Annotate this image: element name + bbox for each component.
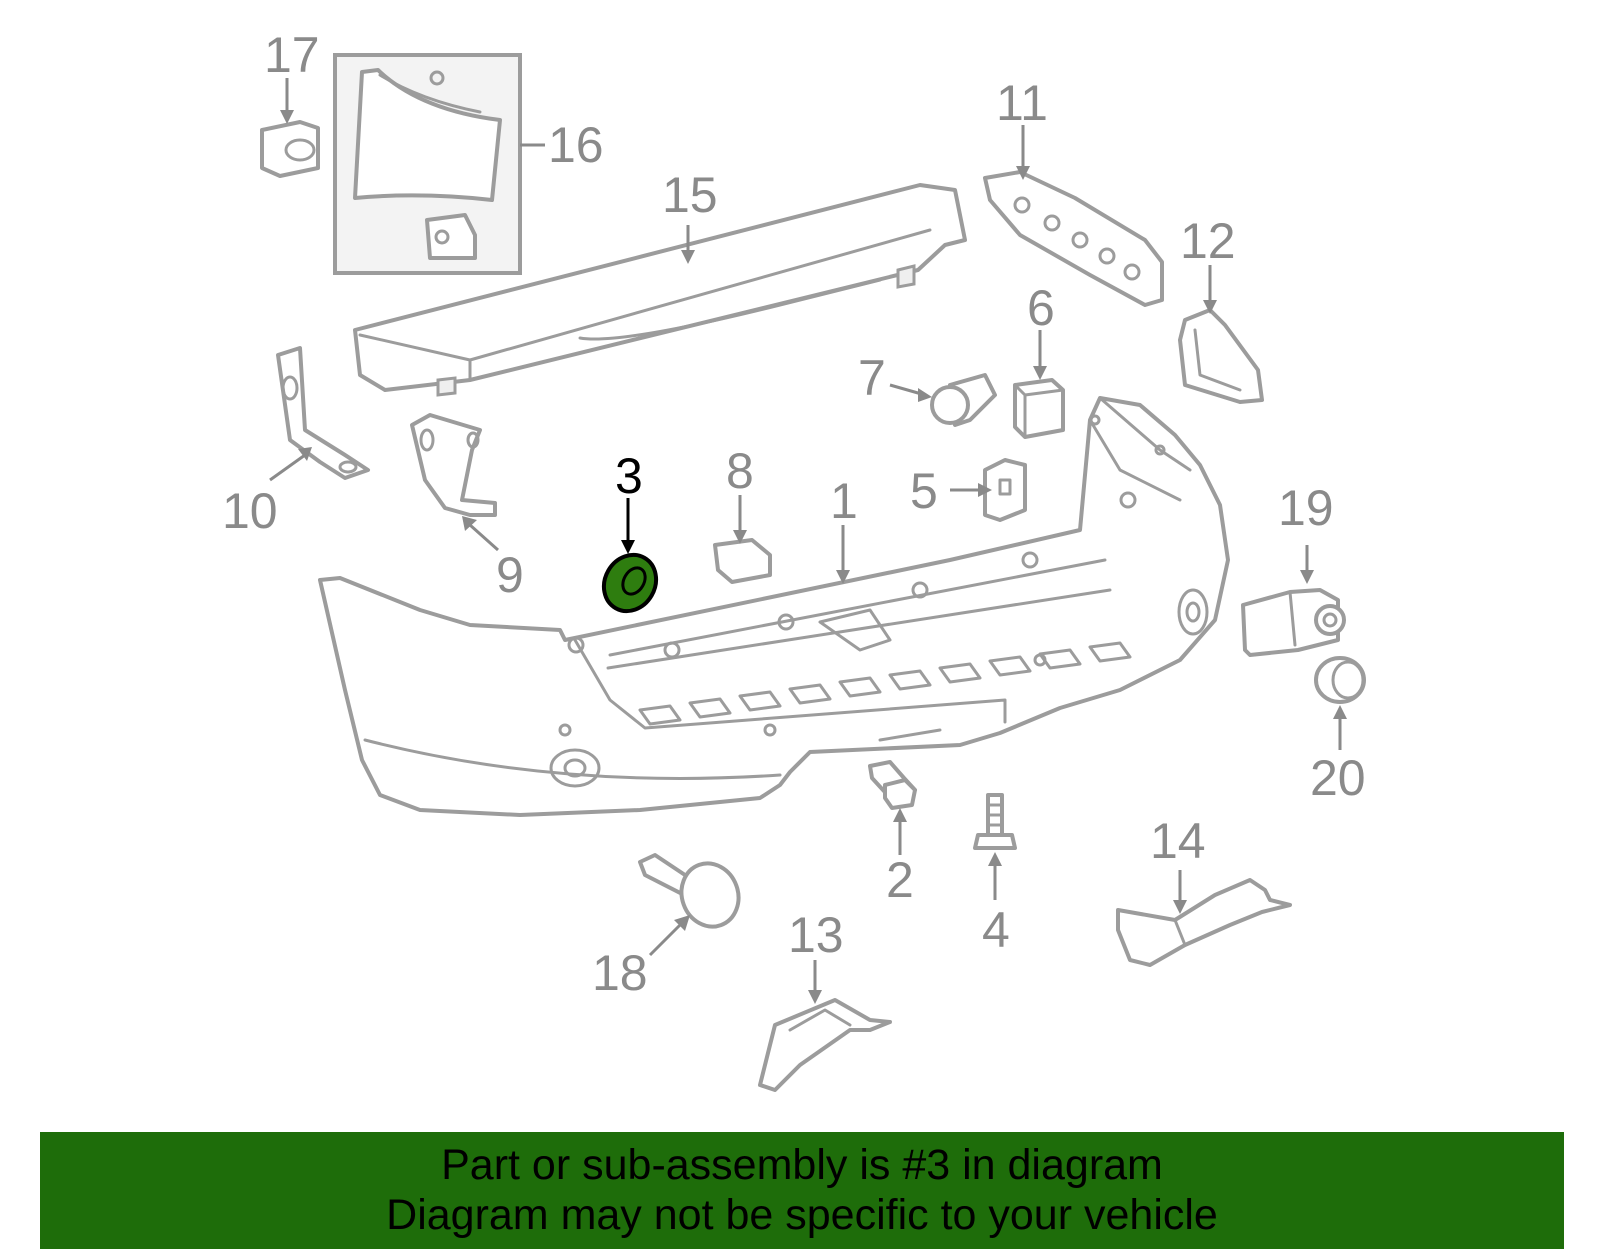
part-2-bolt bbox=[868, 760, 917, 855]
part-10-bracket bbox=[269, 346, 370, 482]
part-18-stop bbox=[638, 853, 741, 957]
part-6-block bbox=[1013, 330, 1065, 439]
banner-line-1: Part or sub-assembly is #3 in diagram bbox=[441, 1141, 1163, 1189]
part-17-clip bbox=[260, 78, 320, 178]
callout-5: 5 bbox=[910, 463, 938, 519]
banner-line-2: Diagram may not be specific to your vehi… bbox=[386, 1191, 1218, 1239]
parts-diagram: 17 16 15 11 12 6 7 5 8 1 3 10 9 19 20 2 … bbox=[222, 27, 1366, 1092]
part-16-group bbox=[333, 53, 545, 275]
callout-14: 14 bbox=[1150, 813, 1206, 869]
callout-19: 19 bbox=[1278, 480, 1334, 536]
part-5-retainer bbox=[950, 458, 1027, 522]
callout-labels: 17 16 15 11 12 6 7 5 8 1 3 10 9 19 20 2 … bbox=[222, 27, 1366, 1001]
callout-17: 17 bbox=[264, 27, 320, 83]
callout-2: 2 bbox=[886, 852, 914, 908]
callout-9: 9 bbox=[496, 547, 524, 603]
info-banner: Part or sub-assembly is #3 in diagram Di… bbox=[40, 1132, 1564, 1249]
callout-7: 7 bbox=[858, 350, 886, 406]
part-20-ring bbox=[1314, 656, 1366, 750]
callout-18: 18 bbox=[592, 945, 648, 1001]
part-4-stud bbox=[973, 793, 1017, 900]
part-11-bracket bbox=[983, 125, 1164, 307]
part-12-side-bracket bbox=[1178, 265, 1264, 404]
part-19-sensor bbox=[1241, 545, 1346, 657]
callout-6: 6 bbox=[1027, 280, 1055, 336]
callout-10: 10 bbox=[222, 483, 278, 539]
callout-8: 8 bbox=[726, 443, 754, 499]
callout-1: 1 bbox=[830, 473, 858, 529]
part-15-reinforcement bbox=[353, 183, 967, 397]
part-8-pad bbox=[713, 495, 772, 584]
callout-12: 12 bbox=[1180, 213, 1236, 269]
part-7-push-clip bbox=[889, 373, 997, 427]
part-3-grommet-highlighted bbox=[601, 498, 659, 614]
part-13-lower-bracket bbox=[758, 960, 892, 1092]
callout-3: 3 bbox=[615, 448, 643, 504]
callout-13: 13 bbox=[788, 907, 844, 963]
callout-20: 20 bbox=[1310, 750, 1366, 806]
callout-16: 16 bbox=[548, 117, 604, 173]
callout-4: 4 bbox=[982, 902, 1010, 958]
part-9-bracket bbox=[410, 413, 499, 552]
callout-11: 11 bbox=[996, 75, 1048, 131]
callout-15: 15 bbox=[662, 167, 718, 223]
part-1-bumper-cover bbox=[318, 396, 1230, 817]
part-14-lower-bracket bbox=[1116, 870, 1292, 967]
